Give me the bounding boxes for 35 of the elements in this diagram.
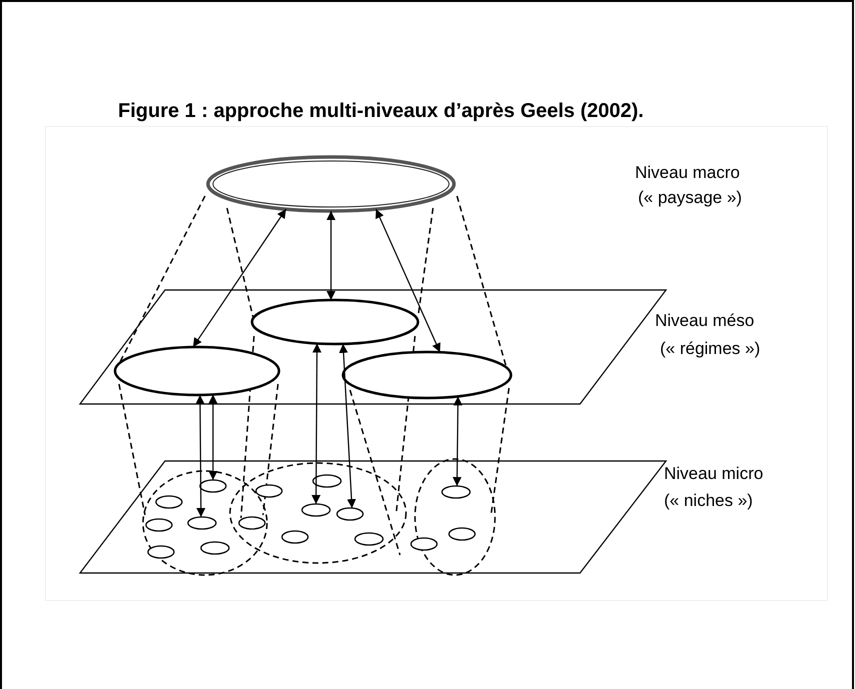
arrow xyxy=(452,396,462,486)
arrow xyxy=(192,208,286,348)
niche-ellipse xyxy=(185,514,219,532)
niche-ellipse xyxy=(197,477,229,495)
arrow xyxy=(208,394,218,480)
niche-ellipse xyxy=(143,516,175,534)
arrow xyxy=(196,394,206,518)
arrow xyxy=(339,344,356,508)
niche-ellipse xyxy=(153,493,185,511)
niche-ellipse xyxy=(352,530,386,548)
regime-ellipse xyxy=(340,349,514,401)
niche-ellipse xyxy=(439,483,473,501)
niche-ellipse xyxy=(408,535,440,553)
level-label: (« niches ») xyxy=(664,490,753,512)
niche-ellipse xyxy=(334,505,366,523)
regime-ellipse xyxy=(112,344,282,398)
arrow xyxy=(375,208,441,353)
niche-ellipse xyxy=(279,528,311,546)
level-label: Niveau micro xyxy=(664,463,764,485)
arrow xyxy=(312,343,322,504)
level-label: Niveau macro xyxy=(635,162,740,184)
niche-ellipse xyxy=(198,539,232,557)
figure-title: Figure 1 : approche multi-niveaux d’après Geels (2002). xyxy=(118,99,644,124)
niche-ellipse xyxy=(299,501,333,519)
landscape-ellipse xyxy=(205,154,457,214)
niche-ellipse xyxy=(236,514,268,532)
level-label: Niveau méso xyxy=(655,310,754,332)
niche-ellipse xyxy=(145,543,177,561)
level-label: (« régimes ») xyxy=(660,338,760,360)
regime-ellipse xyxy=(249,297,421,347)
level-label: (« paysage ») xyxy=(638,187,742,209)
niche-ellipse xyxy=(310,472,344,490)
niche-ellipse xyxy=(253,482,285,500)
niche-ellipse xyxy=(446,525,478,543)
arrow xyxy=(326,211,336,300)
